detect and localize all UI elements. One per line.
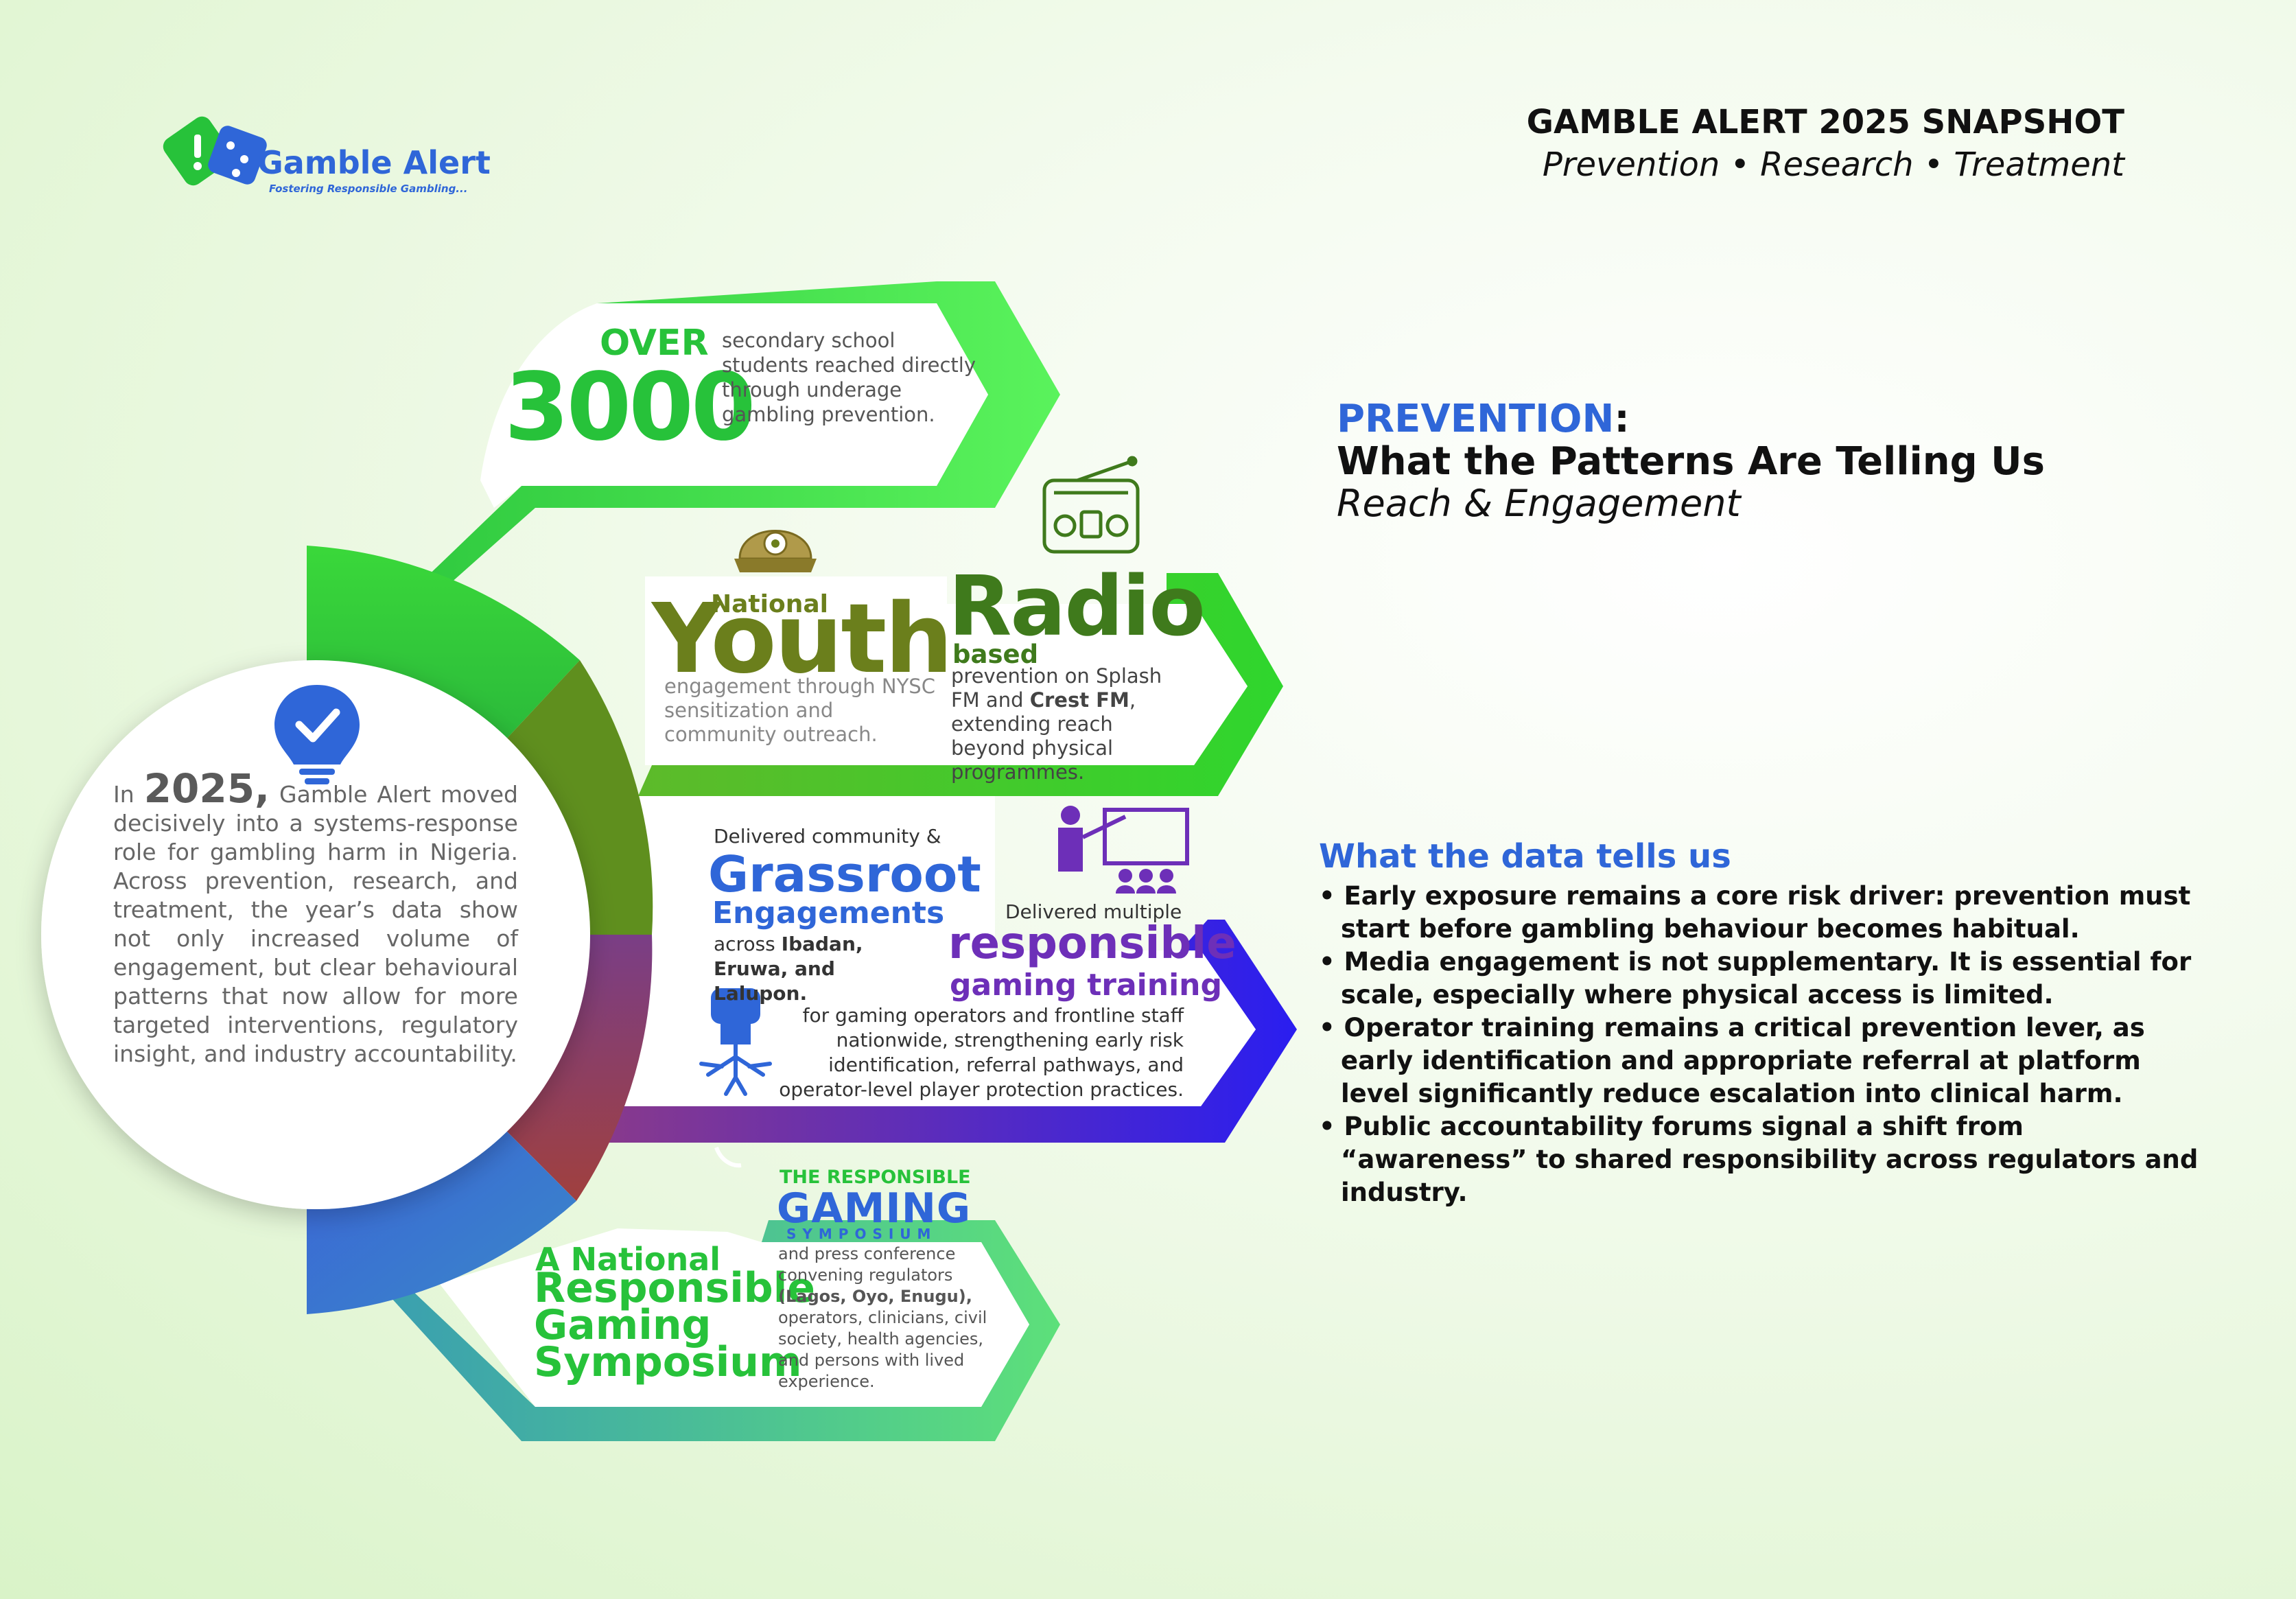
lightbulb-check-icon (274, 685, 360, 784)
symposium-title: Responsible Gaming Symposium (534, 1264, 815, 1386)
radio-desc-pre: prevention on Splash FM and (951, 664, 1162, 712)
list-item: • Operator training remains a critical p… (1319, 1013, 2145, 1108)
grassroot-delivered-label: Delivered community & (714, 825, 941, 848)
data-tells-heading: What the data tells us (1319, 837, 1731, 876)
training-delivered-label: Delivered multiple (1005, 900, 1182, 923)
intro-text: In 2025, Gamble Alert moved decisively i… (113, 769, 519, 1069)
symposium-logo-main: GAMING (777, 1184, 972, 1233)
symposium-desc-pre: and press conference convening regulator… (778, 1244, 956, 1285)
prevention-heading: PREVENTION: (1337, 397, 1630, 441)
radio-desc-post: , extending reach beyond physical progra… (951, 688, 1136, 784)
radio-title: Radio (948, 559, 1206, 655)
list-item: • Media engagement is not supplementary.… (1319, 947, 2192, 1009)
grassroot-desc-pre: across (714, 933, 782, 955)
youth-title: Youth (652, 583, 953, 695)
intro-year: 2025, (143, 765, 270, 812)
symposium-logo-bottom: SYMPOSIUM (786, 1226, 937, 1242)
page-title: GAMBLE ALERT 2025 SNAPSHOT (1526, 103, 2124, 141)
radio-desc: prevention on Splash FM and Crest FM, ex… (951, 664, 1191, 784)
teacher-board-icon (1058, 806, 1189, 894)
symposium-desc-post: operators, clinicians, civil society, he… (778, 1308, 987, 1391)
radio-icon (1042, 456, 1140, 554)
list-item: • Public accountability forums signal a … (1319, 1112, 2199, 1207)
students-number: 3000 (504, 353, 756, 462)
symposium-desc: and press conference convening regulator… (778, 1244, 1011, 1392)
list-item: • Early exposure remains a core risk dri… (1319, 881, 2191, 944)
alert-dice-logo-icon (163, 116, 267, 186)
symposium-desc-bold: (Lagos, Oyo, Enugu), (778, 1287, 972, 1306)
data-tells-list: • Early exposure remains a core risk dri… (1317, 880, 2210, 1209)
logo-name: Gamble Alert (257, 144, 491, 181)
intro-body: Gamble Alert moved decisively into a sys… (113, 781, 519, 1067)
grassroot-desc: across Ibadan, Eruwa, and Lalupon. (714, 932, 933, 1006)
page-subtitle: Prevention • Research • Treatment (1542, 145, 2124, 184)
radio-based-label: based (952, 640, 1039, 669)
prevention-title: What the Patterns Are Telling Us (1337, 439, 2045, 484)
symposium-lead: A National (535, 1241, 721, 1278)
cap-icon (734, 530, 817, 572)
prevention-label: PREVENTION (1337, 397, 1615, 441)
grassroot-title: Grassroot (708, 845, 981, 903)
training-subtitle: gaming training (950, 968, 1222, 1003)
fist-roots-icon (699, 988, 772, 1096)
logo-tagline: Fostering Responsible Gambling... (269, 183, 468, 195)
intro-pre: In (113, 781, 144, 808)
youth-national-label: National (711, 590, 828, 618)
symposium-logo-top: THE RESPONSIBLE (780, 1167, 971, 1188)
prevention-subtitle: Reach & Engagement (1337, 482, 1741, 525)
students-over-label: OVER (600, 323, 709, 364)
training-title: responsible (948, 918, 1237, 969)
radio-desc-bold: Crest FM (1029, 688, 1129, 712)
prevention-colon: : (1614, 397, 1630, 441)
youth-desc: engagement through NYSC sensitization an… (664, 675, 935, 746)
students-desc: secondary school students reached direct… (722, 329, 976, 426)
training-desc: for gaming operators and frontline staff… (779, 1004, 1184, 1101)
grassroot-desc-bold: Ibadan, Eruwa, and Lalupon. (714, 933, 863, 1005)
grassroot-subtitle: Engagements (712, 896, 945, 931)
